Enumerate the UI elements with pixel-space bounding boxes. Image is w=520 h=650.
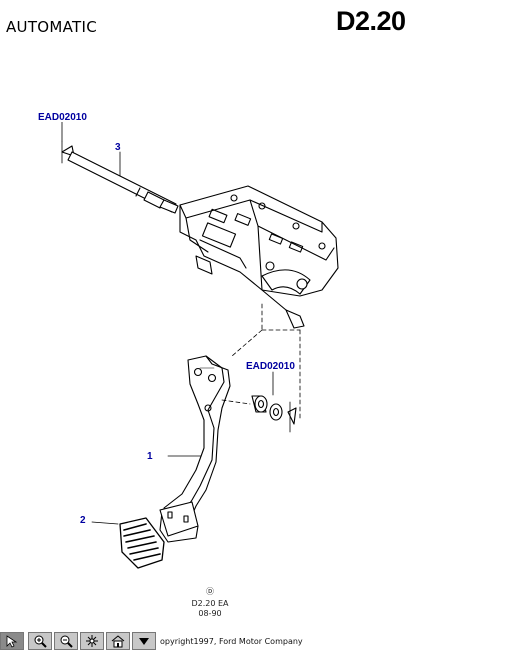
figure-date: 08-90 [198, 609, 222, 618]
callout-part-1[interactable]: 1 [147, 451, 153, 462]
pointer-icon[interactable] [0, 632, 24, 650]
rod-part-3 [61, 141, 179, 214]
home-icon[interactable] [106, 632, 130, 650]
callout-part-2[interactable]: 2 [80, 515, 86, 526]
viewer-toolbar: opyright1997, Ford Motor Company [0, 632, 520, 650]
callout-part-3[interactable]: 3 [115, 142, 121, 153]
zoom-in-icon[interactable] [28, 632, 52, 650]
figure-symbol: Ⓓ [206, 587, 214, 596]
figure-code: D2.20 EA [191, 599, 229, 608]
copyright-text: opyright1997, Ford Motor Company [160, 636, 303, 646]
section-title: AUTOMATIC [6, 18, 98, 36]
pedal-pad-part-2 [119, 517, 165, 569]
zoom-out-icon[interactable] [54, 632, 78, 650]
fit-icon[interactable] [80, 632, 104, 650]
connector-lines [221, 303, 301, 421]
pedal-bracket [179, 185, 339, 329]
bushings [251, 395, 297, 433]
down-arrow-icon[interactable] [132, 632, 156, 650]
callout-ead-top[interactable]: EAD02010 [38, 112, 87, 123]
section-code: D2.20 [336, 6, 406, 36]
callout-ead-mid[interactable]: EAD02010 [246, 361, 295, 372]
pedal-arm-part-1 [159, 355, 231, 543]
parts-diagram: EAD02010 EAD02010 3 1 2 [38, 112, 339, 569]
